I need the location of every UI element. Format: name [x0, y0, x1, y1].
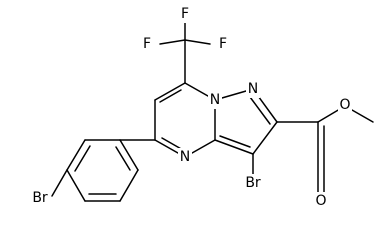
mask-o-ester: [338, 96, 352, 114]
bond-c3-c3a-double: [219, 135, 251, 148]
atom-f-top: F: [181, 6, 189, 22]
bond-cf3-f-right: [184, 39, 211, 45]
mask-f-top: [178, 5, 192, 23]
atom-br-phenyl: Br: [32, 190, 48, 206]
bond-phenyl-2-3: [66, 139, 86, 171]
mask-o-carbonyl: [314, 192, 328, 210]
bond-phenyl-2-3-double: [74, 145, 91, 172]
mask-n-pyrimidine: [178, 148, 192, 166]
bond-phenyl-br: [51, 169, 68, 197]
bond-phenyl-6-1: [119, 139, 139, 171]
bond-cf3-f-left: [159, 39, 186, 45]
bond-phenyl-6-1-double: [115, 146, 131, 171]
mask-br-ring: [243, 174, 264, 192]
bond-c2-c3: [252, 121, 278, 155]
label-masks: [30, 5, 352, 210]
mask-br-phenyl: [30, 189, 51, 207]
bond-n-pyrazole-c2-double: [249, 96, 271, 125]
atom-labels: F F F N N N Br Br O O: [32, 6, 350, 209]
mask-f-right: [216, 35, 230, 53]
mask-n-pyrazole: [246, 80, 260, 98]
molecule-structure: F F F N N N Br Br O O: [30, 5, 374, 210]
bond-c3-c3a: [214, 139, 254, 155]
atom-n-pyrimidine: N: [180, 149, 190, 165]
mask-n-bridge: [208, 91, 222, 109]
mask-f-left: [140, 35, 154, 53]
atom-br-ring: Br: [245, 175, 261, 191]
atom-o-carbonyl: O: [315, 193, 326, 209]
atom-o-ester: O: [339, 97, 350, 113]
bond-phenyl-5-6: [119, 169, 139, 202]
atom-f-left: F: [143, 36, 151, 52]
bond-phenyl-3-4: [66, 169, 86, 202]
atom-f-right: F: [219, 36, 227, 52]
atom-n-pyrazole: N: [248, 81, 258, 97]
bond-c7-c6: [154, 82, 186, 101]
bond-c7-c6-double: [159, 89, 182, 103]
structure-canvas: F F F N N N Br Br O O: [30, 5, 374, 210]
atom-n-bridge: N: [210, 92, 220, 108]
